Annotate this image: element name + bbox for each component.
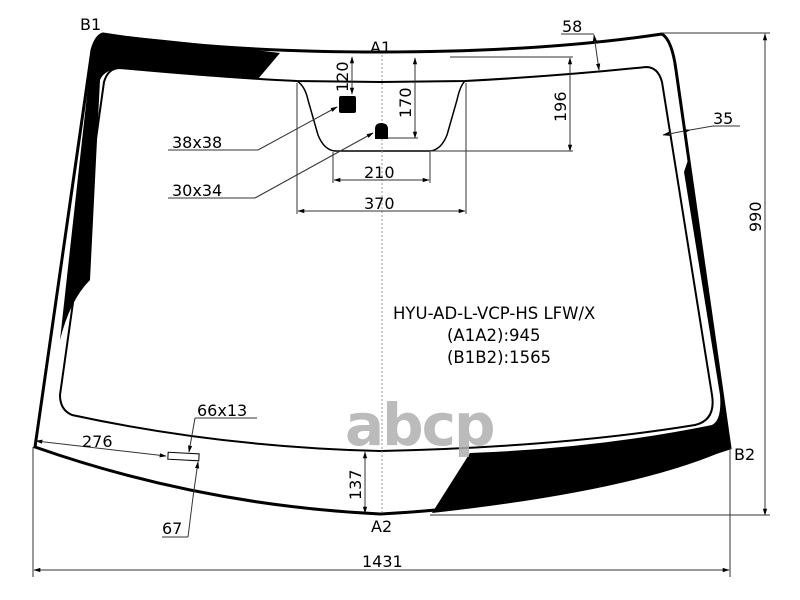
b1b2-measure: (B1B2):1565 (447, 348, 551, 367)
dim-276: 276 (82, 432, 113, 451)
label-a1: A1 (370, 38, 391, 57)
callout-38x38: 38x38 (172, 133, 222, 152)
dim-990: 990 (746, 201, 765, 232)
label-a2: A2 (371, 517, 392, 536)
frit-band (60, 34, 730, 513)
glass-inner-edge (58, 65, 714, 453)
watermark: abcp (345, 391, 494, 459)
dim-67: 67 (162, 519, 182, 538)
dim-196: 196 (551, 91, 570, 122)
label-b1: B1 (80, 15, 101, 34)
dim-370: 370 (364, 194, 395, 213)
callout-66x13: 66x13 (197, 401, 247, 420)
callout-30x34: 30x34 (172, 181, 222, 200)
dim-137: 137 (346, 469, 365, 500)
vin-window (167, 451, 200, 462)
dim-120: 120 (333, 61, 352, 92)
dimension-lines (32, 32, 770, 577)
dim-35: 35 (713, 109, 733, 128)
sensor-large-icon (339, 96, 356, 113)
part-code: HYU-AD-L-VCP-HS LFW/X (393, 304, 595, 323)
glass-outer-edge (33, 32, 732, 516)
dim-170: 170 (396, 87, 415, 118)
dim-210: 210 (364, 163, 395, 182)
sensor-small-icon (375, 123, 388, 139)
label-b2: B2 (734, 445, 755, 464)
dim-1431: 1431 (362, 552, 403, 571)
sensor-area-outline (296, 80, 466, 152)
dim-58: 58 (562, 17, 582, 36)
a1a2-measure: (A1A2):945 (447, 326, 541, 345)
